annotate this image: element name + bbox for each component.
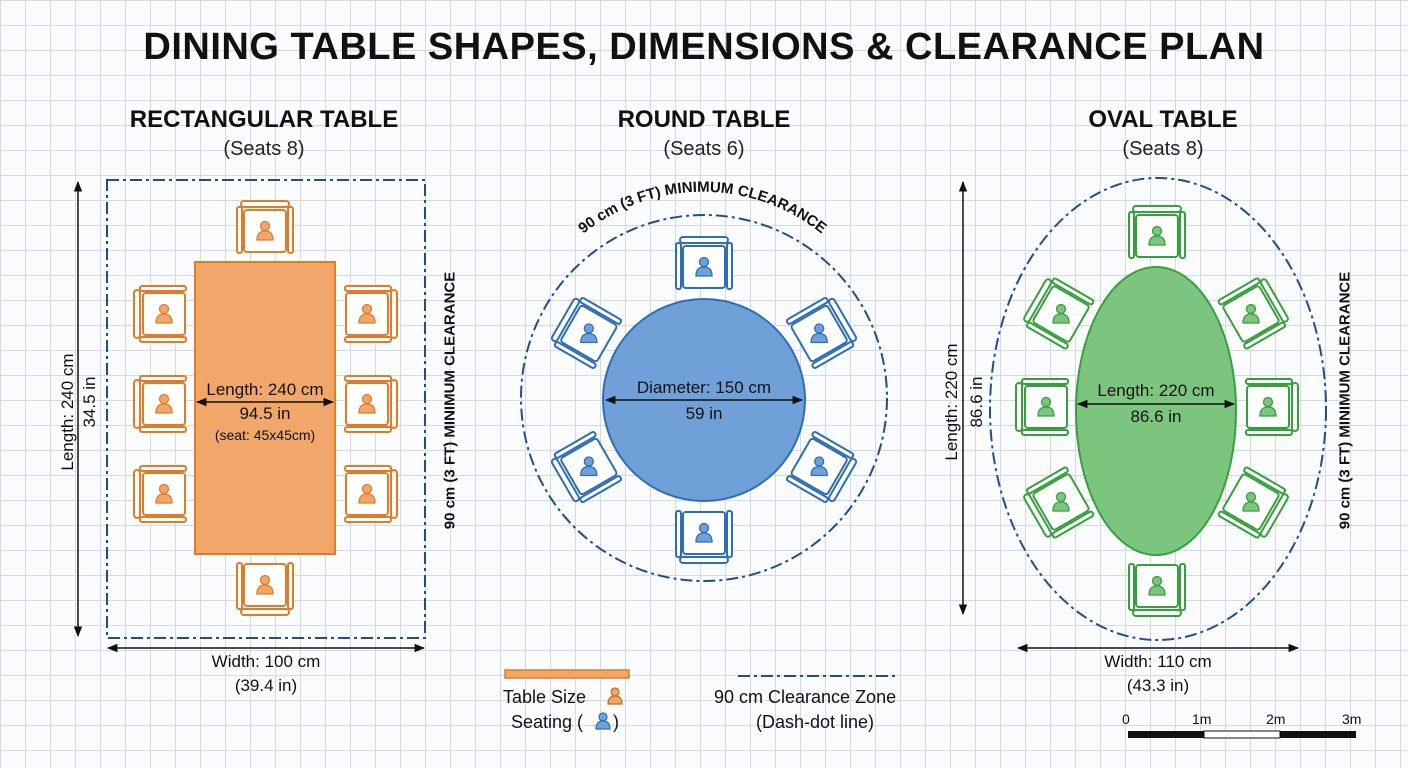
chair-icon (675, 510, 733, 564)
scale-tick-3m: 3m (1342, 711, 1362, 727)
chair-icon (133, 465, 187, 523)
rect-table-top (194, 261, 336, 555)
chair-icon (1217, 277, 1289, 350)
rect-clearance-zone (106, 179, 426, 639)
round-clearance-arc-label: 90 cm (3 FT) MINIMUM CLEARANCE (575, 179, 830, 237)
rect-width-label: Width: 100 cm (211, 652, 321, 671)
rect-inner-in: 94.5 in (239, 404, 291, 423)
scale-tick-1m: 1m (1192, 711, 1212, 727)
chair-icon (785, 296, 858, 370)
legend-graphics (504, 669, 895, 730)
legend-dash-dot: (Dash-dot line) (756, 712, 875, 732)
chair-icon (550, 296, 623, 370)
chair-icon (133, 285, 187, 343)
chair-icon (1015, 378, 1069, 436)
page-title: DINING TABLE SHAPES, DIMENSIONS & CLEARA… (143, 26, 1265, 68)
chair-icon (1128, 205, 1186, 259)
chair-icon (675, 236, 733, 290)
round-diameter-label: Diameter: 150 cm (636, 378, 772, 397)
oval-table-top (1075, 266, 1237, 556)
scale-bar (1128, 730, 1356, 739)
chair-icon (344, 285, 398, 343)
oval-width-in: (43.3 in) (1126, 676, 1190, 695)
legend-seating-pre: Seating ( (511, 712, 584, 732)
chair-icon (550, 430, 623, 504)
chair-icon (344, 375, 398, 433)
scale-tick-0: 0 (1122, 711, 1130, 727)
oval-clearance-zone (989, 177, 1327, 641)
legend-clearance-zone: 90 cm Clearance Zone (714, 687, 897, 707)
scale-tick-2m: 2m (1266, 711, 1286, 727)
oval-clearance-label: 90 cm (3 FT) MINIMUM CLEARANCE (1336, 271, 1354, 530)
chair-icon (1023, 277, 1095, 350)
chair-icon (236, 562, 294, 616)
oval-table-group (958, 177, 1327, 653)
chair-icon (1128, 563, 1186, 617)
chair-icon (1217, 466, 1289, 539)
oval-inner-in: 86.6 in (1130, 407, 1182, 426)
legend-table-size-swatch (504, 669, 630, 679)
oval-width-label: Width: 110 cm (1104, 652, 1212, 671)
chair-icon (236, 200, 294, 254)
oval-inner-length: Length: 220 cm (1097, 381, 1215, 400)
legend-table-size: Table Size (503, 687, 587, 707)
rect-inner-length: Length: 240 cm (206, 380, 324, 399)
round-clearance-zone (520, 214, 888, 582)
oval-length-label: Length: 220 cm (942, 343, 961, 461)
chair-icon (785, 430, 858, 504)
rectangular-table-group (73, 179, 426, 653)
rect-width-in: (39.4 in) (234, 676, 298, 695)
round-seats: (Seats 6) (663, 138, 745, 160)
round-diameter-in: 59 in (685, 404, 723, 423)
oval-chairs (1015, 205, 1299, 617)
oval-title: OVAL TABLE (1088, 106, 1238, 133)
rect-length-label: Length: 240 cm (58, 353, 77, 471)
round-chairs (550, 236, 858, 564)
chair-icon (1245, 378, 1299, 436)
chair-icon (133, 375, 187, 433)
rect-chairs (133, 200, 398, 616)
legend-person-blue-icon (595, 712, 611, 730)
chair-icon (344, 465, 398, 523)
legend-person-orange-icon (607, 687, 623, 705)
oval-length-in: 86.6 in (967, 376, 986, 428)
rect-seats: (Seats 8) (223, 138, 305, 160)
rect-length-in: 34.5 in (80, 376, 99, 428)
oval-seats: (Seats 8) (1122, 138, 1204, 160)
round-title: ROUND TABLE (617, 106, 791, 133)
rect-clearance-label: 90 cm (3 FT) MINIMUM CLEARANCE (441, 271, 459, 530)
chair-icon (1023, 466, 1095, 539)
rect-inner-seat: (seat: 45x45cm) (214, 427, 316, 443)
legend-seating-post: ) (613, 712, 619, 732)
rect-title: RECTANGULAR TABLE (129, 106, 399, 133)
